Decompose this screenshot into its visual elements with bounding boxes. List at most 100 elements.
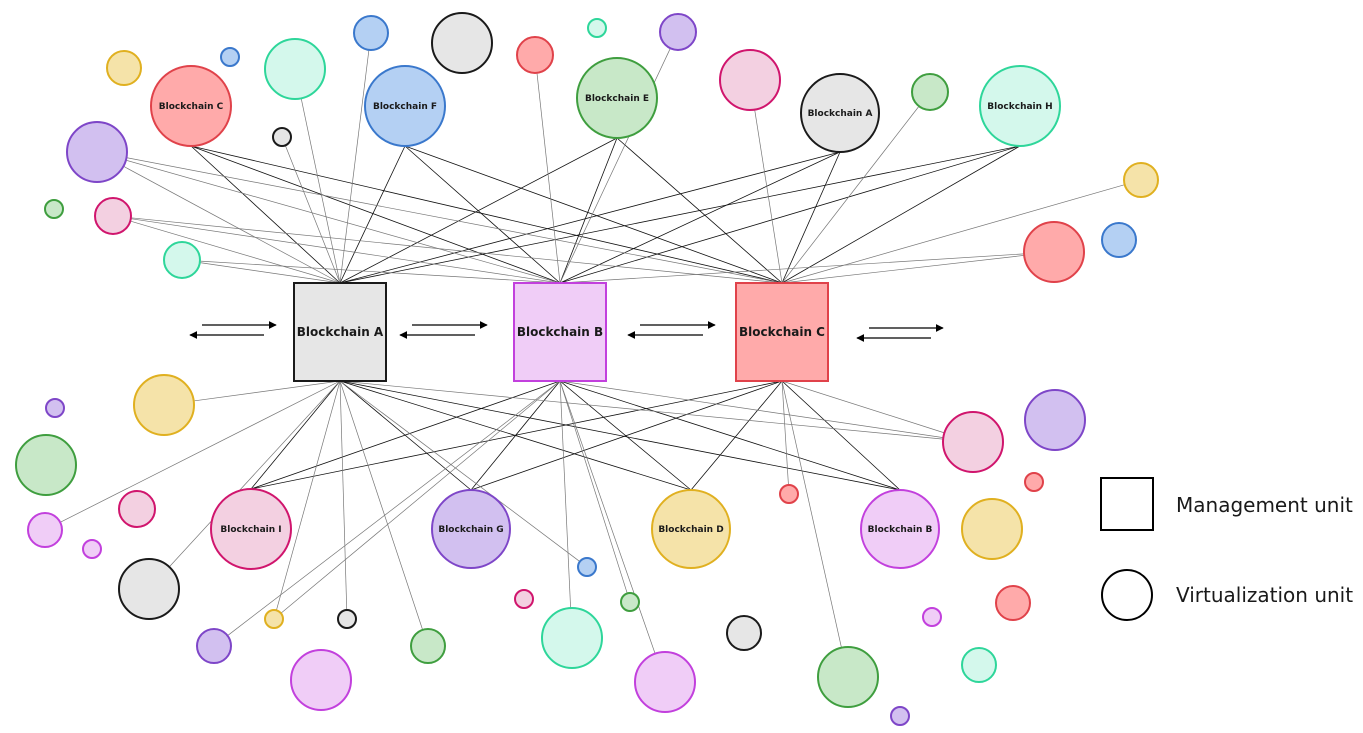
link-line-gray: [559, 380, 944, 438]
link-line-gray: [276, 380, 341, 611]
management-unit: Blockchain B: [513, 282, 607, 382]
virtualization-node: [196, 628, 232, 664]
virtualization-unit-circle: [431, 489, 511, 569]
management-unit: Blockchain C: [735, 282, 829, 382]
link-line-gray: [781, 106, 920, 284]
virtualization-node: [290, 649, 352, 711]
virtualization-unit: Blockchain E: [576, 57, 658, 139]
management-unit-box: [735, 282, 829, 382]
link-line-gray: [199, 260, 561, 284]
link-line-gray: [559, 253, 1025, 284]
link-line: [250, 380, 783, 490]
link-line-gray: [130, 220, 341, 284]
link-line-gray: [536, 72, 561, 284]
virtualization-unit-label: Blockchain C: [159, 102, 224, 112]
virtualization-node: [264, 38, 326, 100]
link-line-gray: [280, 380, 561, 614]
virtualization-unit: Blockchain G: [431, 489, 511, 569]
link-line-gray: [339, 380, 423, 630]
virtualization-unit: Blockchain I: [210, 488, 292, 570]
link-line: [339, 137, 618, 284]
virtualization-node: [890, 706, 910, 726]
virtualization-node: [410, 628, 446, 664]
link-line-gray: [781, 380, 842, 648]
virtualization-unit-circle: [576, 57, 658, 139]
virtualization-node: [220, 47, 240, 67]
link-line-gray: [781, 380, 945, 434]
link-line-gray: [169, 380, 341, 568]
link-line: [559, 137, 618, 284]
virtualization-node: [431, 12, 493, 74]
link-line-gray: [60, 380, 341, 523]
link-line: [339, 380, 901, 491]
virtualization-node: [719, 49, 781, 111]
virtualization-unit-circle: [364, 65, 446, 147]
link-line: [559, 145, 1021, 284]
management-unit-label: Blockchain C: [739, 325, 825, 339]
exchange-arrow-pair: [627, 321, 716, 339]
virtualization-node: [337, 609, 357, 629]
link-line: [339, 145, 1021, 284]
link-line-gray: [339, 49, 370, 284]
link-line-gray: [123, 165, 341, 284]
virtualization-unit-circle: [651, 489, 731, 569]
virtualization-node: [94, 197, 132, 235]
virtualization-unit-label: Blockchain A: [808, 109, 873, 119]
virtualization-node: [106, 50, 142, 86]
link-line-gray: [781, 255, 1025, 284]
virtualization-node: [541, 607, 603, 669]
management-unit-label: Blockchain B: [517, 325, 603, 339]
virtualization-node: [587, 18, 607, 38]
link-line: [190, 145, 561, 284]
link-line: [781, 145, 1021, 284]
link-line: [339, 151, 841, 284]
virtualization-node: [911, 73, 949, 111]
legend-management-label: Management unit: [1176, 493, 1353, 517]
link-line-gray: [300, 98, 341, 284]
link-line: [339, 380, 472, 491]
virtualization-unit-label: Blockchain I: [220, 525, 281, 535]
link-line: [470, 380, 783, 491]
virtualization-unit: Blockchain D: [651, 489, 731, 569]
management-unit-box: [293, 282, 387, 382]
virtualization-node: [620, 592, 640, 612]
virtualization-node: [133, 374, 195, 436]
virtualization-node: [995, 585, 1031, 621]
connection-lines: [60, 48, 1125, 654]
virtualization-node: [82, 539, 102, 559]
virtualization-node: [1123, 162, 1159, 198]
virtualization-node: [942, 411, 1004, 473]
link-line: [190, 145, 341, 284]
virtualization-node: [264, 609, 284, 629]
virtualization-unit-circle: [150, 65, 232, 147]
link-line-gray: [339, 380, 581, 562]
link-line: [339, 145, 406, 284]
legend-circle-icon: [1101, 569, 1153, 621]
link-line-gray: [781, 380, 789, 486]
link-line: [404, 145, 783, 284]
link-line-gray: [559, 380, 628, 594]
virtualization-unit-label: Blockchain E: [585, 94, 649, 104]
link-line: [781, 380, 901, 491]
virtualization-node: [726, 615, 762, 651]
virtualization-unit: Blockchain H: [979, 65, 1061, 147]
virtualization-unit-label: Blockchain G: [438, 525, 503, 535]
virtualization-node: [516, 36, 554, 74]
link-line-gray: [193, 380, 341, 402]
virtualization-unit-label: Blockchain B: [868, 525, 933, 535]
link-line: [339, 380, 692, 491]
management-unit: Blockchain A: [293, 282, 387, 382]
virtualization-node: [118, 490, 156, 528]
link-line-gray: [199, 262, 341, 284]
virtualization-node: [817, 646, 879, 708]
virtualization-unit-label: Blockchain F: [373, 102, 437, 112]
exchange-arrows: [189, 321, 944, 342]
virtualization-node: [577, 557, 597, 577]
link-line: [404, 145, 561, 284]
virtualization-node: [1024, 389, 1086, 451]
virtualization-node: [66, 121, 128, 183]
virtualization-node: [659, 13, 697, 51]
virtualization-unit: Blockchain A: [800, 73, 880, 153]
exchange-arrow-pair: [856, 324, 944, 342]
